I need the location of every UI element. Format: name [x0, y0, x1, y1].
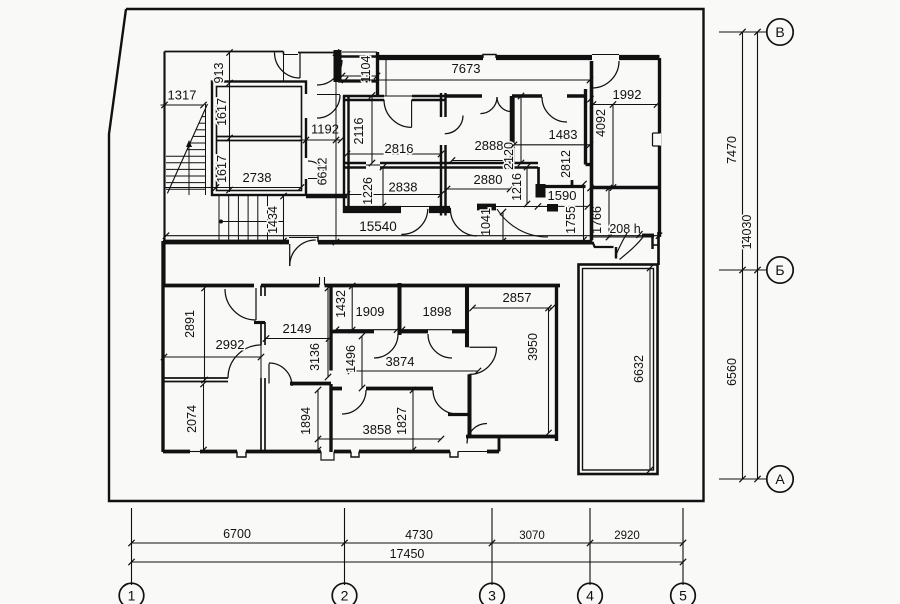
svg-text:3136: 3136: [308, 343, 322, 371]
svg-text:1317: 1317: [168, 88, 197, 103]
svg-text:2816: 2816: [385, 141, 414, 156]
svg-text:1496: 1496: [344, 345, 358, 373]
svg-text:В: В: [775, 24, 784, 40]
svg-text:1992: 1992: [613, 87, 642, 102]
svg-text:14030: 14030: [740, 215, 754, 250]
svg-text:2992: 2992: [216, 337, 245, 352]
svg-text:1041: 1041: [479, 208, 493, 236]
svg-text:2074: 2074: [185, 405, 199, 433]
svg-text:3: 3: [488, 588, 496, 604]
svg-text:3874: 3874: [386, 354, 415, 369]
svg-text:913: 913: [212, 63, 226, 84]
svg-text:1: 1: [128, 588, 136, 604]
svg-text:2891: 2891: [183, 310, 197, 338]
svg-text:1216: 1216: [510, 173, 524, 201]
svg-text:6560: 6560: [725, 358, 739, 386]
svg-text:2120: 2120: [502, 142, 516, 170]
svg-text:2812: 2812: [559, 150, 573, 178]
svg-text:6632: 6632: [632, 355, 646, 383]
svg-text:1898: 1898: [423, 304, 452, 319]
svg-text:1617: 1617: [215, 98, 229, 126]
svg-text:6700: 6700: [223, 527, 251, 541]
svg-text:1827: 1827: [395, 407, 409, 435]
svg-text:4: 4: [586, 588, 594, 604]
svg-text:2920: 2920: [614, 530, 640, 542]
svg-text:1483: 1483: [549, 127, 578, 142]
svg-text:2888: 2888: [475, 138, 504, 153]
svg-text:1192: 1192: [311, 122, 339, 137]
svg-text:Б: Б: [775, 262, 784, 278]
svg-text:2838: 2838: [389, 180, 418, 195]
svg-text:1432: 1432: [334, 290, 348, 318]
svg-text:3858: 3858: [363, 422, 392, 437]
svg-text:1894: 1894: [299, 407, 313, 435]
svg-text:1104: 1104: [359, 56, 373, 83]
svg-text:7673: 7673: [452, 61, 481, 76]
svg-text:6612: 6612: [316, 158, 330, 186]
svg-text:1590: 1590: [548, 188, 577, 203]
svg-text:2738: 2738: [243, 170, 272, 185]
svg-text:5: 5: [679, 588, 687, 604]
svg-text:7470: 7470: [725, 136, 739, 164]
svg-text:2149: 2149: [283, 321, 312, 336]
svg-text:4730: 4730: [405, 528, 433, 542]
svg-text:2116: 2116: [352, 118, 366, 145]
svg-text:3070: 3070: [519, 530, 545, 542]
svg-text:4092: 4092: [594, 109, 608, 137]
svg-text:208 h: 208 h: [609, 222, 640, 236]
svg-text:1909: 1909: [356, 304, 385, 319]
svg-text:17450: 17450: [390, 547, 425, 561]
svg-text:1755: 1755: [564, 206, 578, 234]
svg-text:А: А: [775, 471, 785, 487]
svg-text:1617: 1617: [215, 155, 229, 183]
svg-text:15540: 15540: [359, 219, 397, 234]
svg-text:2: 2: [341, 588, 349, 604]
svg-text:1226: 1226: [361, 177, 375, 205]
svg-text:2857: 2857: [503, 290, 532, 305]
svg-text:1434: 1434: [266, 206, 280, 234]
svg-text:3950: 3950: [526, 333, 540, 361]
svg-text:2880: 2880: [474, 172, 503, 187]
